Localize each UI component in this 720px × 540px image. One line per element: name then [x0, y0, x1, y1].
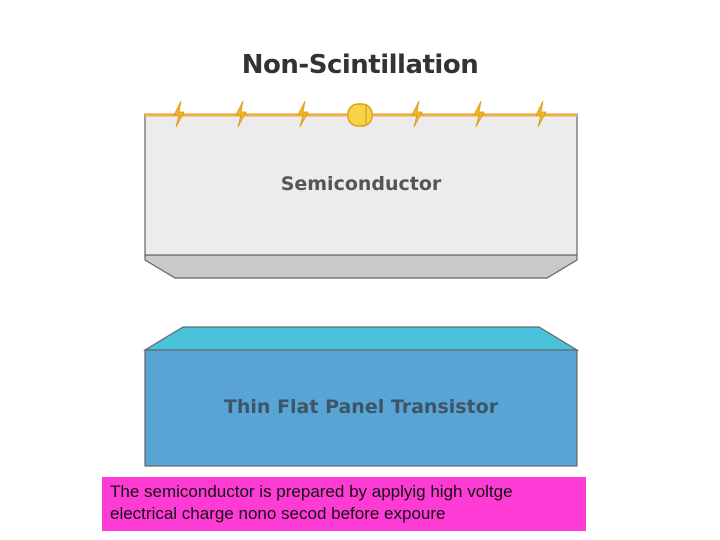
- semiconductor-front-face: [144, 113, 578, 256]
- lightning-bolt-icon: [535, 100, 547, 128]
- semiconductor-block: [144, 113, 578, 279]
- semiconductor-bottom-face: [144, 254, 578, 279]
- tft-label: Thin Flat Panel Transistor: [223, 396, 499, 418]
- tft-top-face: [142, 326, 580, 351]
- lightning-bolt-icon: [235, 100, 247, 128]
- charge-wire: [145, 100, 577, 128]
- diagram-title: Non-Scintillation: [241, 50, 479, 80]
- caption-box: The semiconductor is prepared by applyig…: [102, 477, 586, 531]
- lightning-bolt-icon: [173, 100, 185, 128]
- lightning-bolt-icon: [473, 100, 485, 128]
- x-ray-source-icon: [347, 103, 373, 127]
- lightning-bolt-icon: [297, 100, 309, 128]
- tft-block: [142, 326, 580, 467]
- lightning-bolt-icon: [411, 100, 423, 128]
- tft-front-face: [144, 349, 578, 467]
- semiconductor-label: Semiconductor: [280, 173, 442, 195]
